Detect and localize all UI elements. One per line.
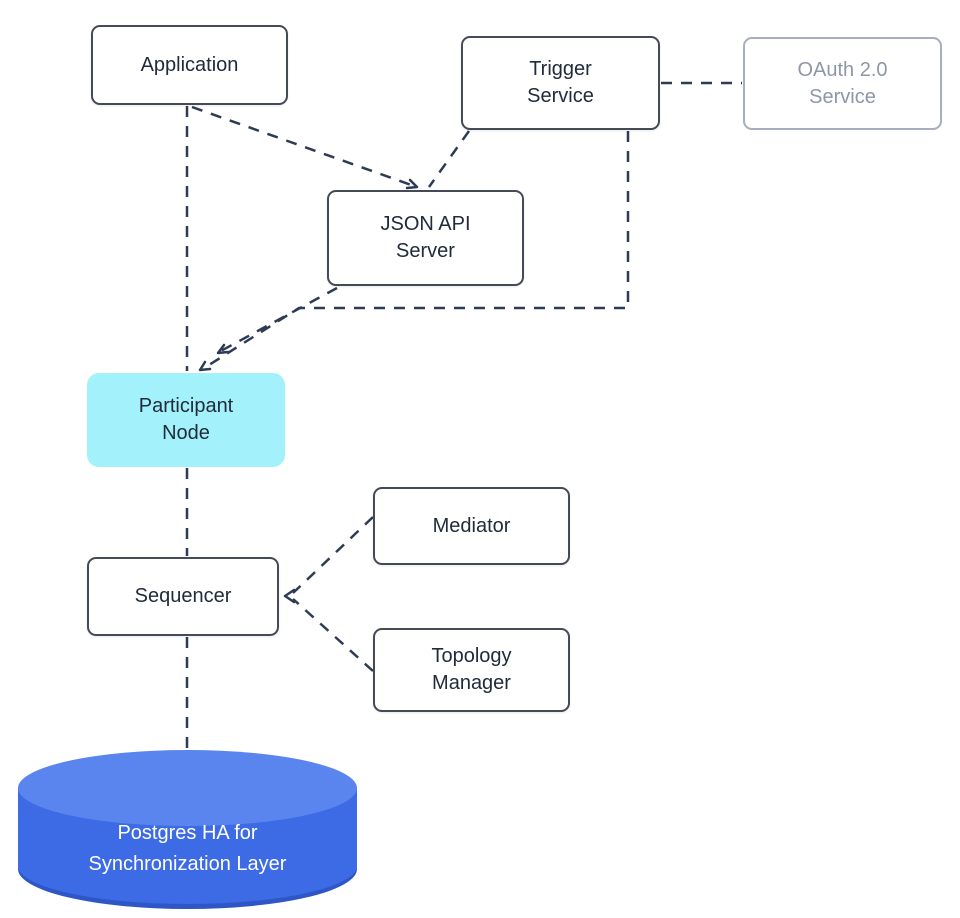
connector-trigger-participant [200,131,630,372]
arrowhead-into-participant-lower [198,360,212,372]
node-application-label: Application [140,53,239,76]
node-trigger-service-label: Trigger Service [527,58,594,107]
node-participant-node-label: Participant Node [138,395,234,444]
node-json-api-server: JSON API Server [327,190,524,286]
node-participant-node: Participant Node [87,373,285,467]
arrowhead-into-participant-upper [216,343,230,355]
node-mediator: Mediator [373,487,570,565]
arrowhead-into-sequencer [283,588,296,604]
node-sequencer: Sequencer [87,557,279,636]
node-topology-manager: Topology Manager [373,628,570,712]
node-postgres-ha-label: Postgres HA for Synchronization Layer [88,822,287,875]
node-application: Application [91,25,288,105]
arrowhead-into-jsonapi [405,178,419,190]
node-trigger-service: Trigger Service [461,36,660,130]
connector-mediator-sequencer [292,516,374,594]
connector-trigger-jsonapi [427,130,471,188]
connector-application-jsonapi [191,105,418,189]
node-oauth-service: OAuth 2.0 Service [743,37,942,130]
connector-topology-sequencer [292,598,374,672]
node-json-api-server-label: JSON API Server [380,213,471,262]
node-sequencer-label: Sequencer [134,585,232,607]
connector-jsonapi-participant [218,286,338,354]
node-oauth-service-label: OAuth 2.0 Service [797,58,888,108]
node-mediator-label: Mediator [432,514,511,537]
node-topology-manager-label: Topology Manager [431,645,512,694]
